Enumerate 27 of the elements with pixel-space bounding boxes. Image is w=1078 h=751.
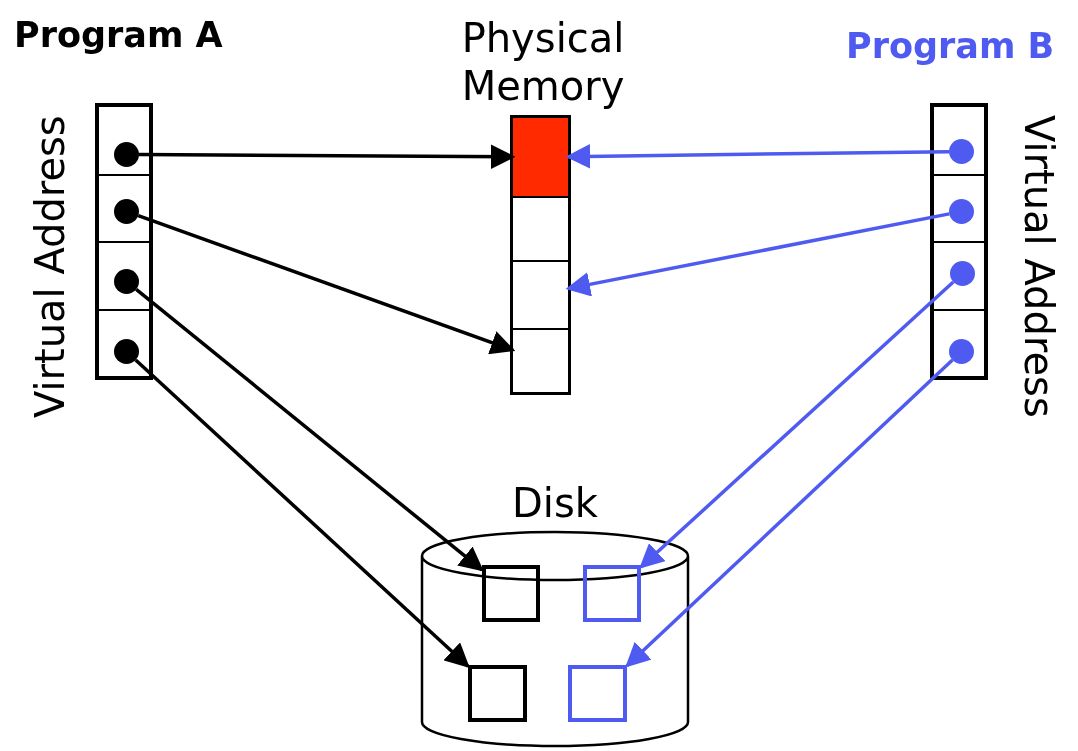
disk-page-square [482,565,540,622]
axis-label: Virtual Address [1016,114,1062,420]
heading-label: Program B [846,25,1056,68]
arrow [137,214,516,355]
address-dot [114,339,139,364]
address-dot [114,142,139,167]
heading-label: Disk [511,480,599,526]
arrow [134,358,470,668]
address-dot [949,199,974,224]
disk-page-square [583,565,641,622]
arrow [639,280,955,569]
arrow [139,144,516,169]
address-dot [949,339,974,364]
disk-page-square [468,665,527,722]
axis-label: Virtual Address [27,114,73,420]
address-dot [950,261,975,286]
address-dot [114,199,139,224]
memory-cell [513,118,568,196]
disk-page-square [568,665,627,722]
address-dot [949,139,974,164]
arrow [565,212,950,297]
heading-label: Physical Memory [460,14,626,110]
address-dot [114,269,139,294]
arrow [625,358,954,668]
arrow [565,144,950,169]
heading-label: Program A [14,14,224,57]
arrow [135,288,484,572]
